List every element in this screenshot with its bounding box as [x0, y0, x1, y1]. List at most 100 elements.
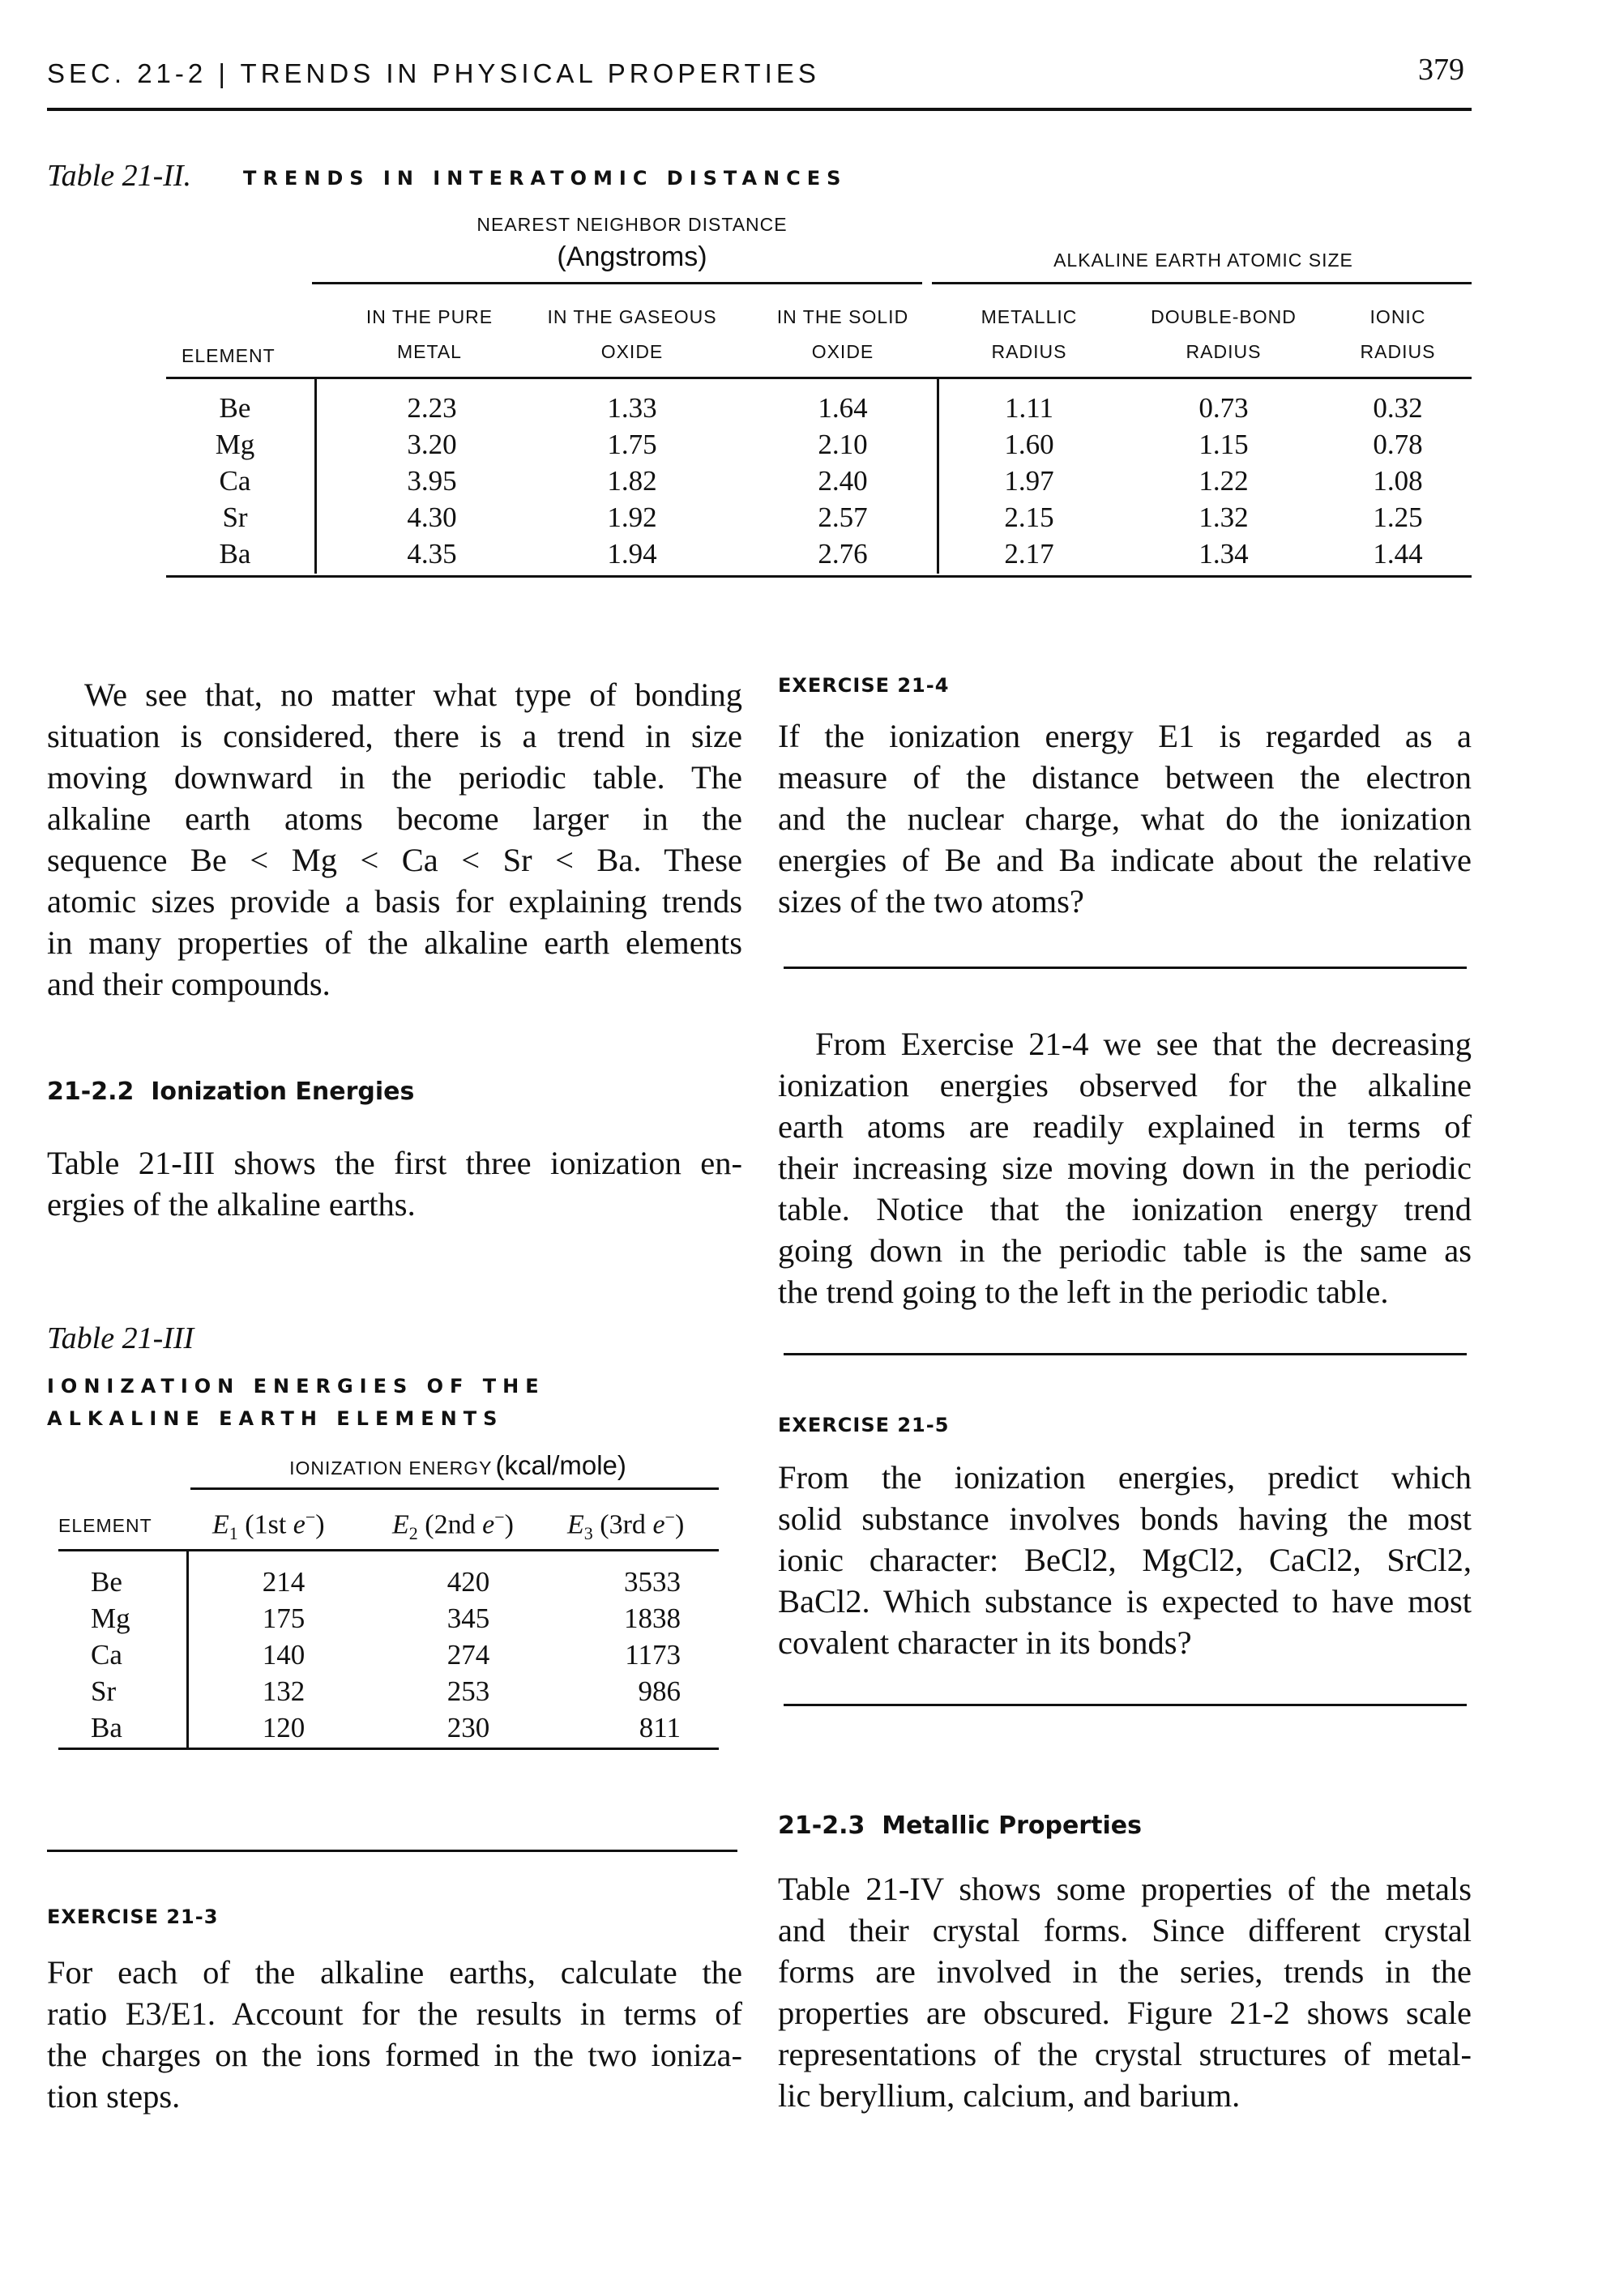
page-number: 379 [1418, 53, 1464, 87]
table-cell-value: 1.75 [607, 429, 657, 460]
table-cell-value: 2.23 [407, 392, 457, 424]
paragraph-from-exercise: From Exercise 21-4 we see that the decre… [778, 1023, 1472, 1312]
element-col-header: ELEMENT [58, 1515, 152, 1536]
table-cell-value: 1838 [624, 1603, 681, 1634]
table-cell-value: 140 [262, 1639, 306, 1671]
table-cell-value: 175 [262, 1603, 306, 1634]
text-line: For each of the alkaline earths, calcula… [47, 1954, 742, 1991]
text-line: the trend going to the left in the perio… [778, 1274, 1389, 1310]
table-21-2-vline-1 [314, 379, 317, 574]
table-cell-value: 120 [262, 1712, 306, 1743]
table-cell-value: 0.73 [1198, 392, 1249, 424]
table-cell-value: 1.15 [1198, 429, 1249, 460]
text-line: and their crystal forms. Since different… [778, 1912, 1472, 1948]
exercise-21-3-text: For each of the alkaline earths, calcula… [47, 1952, 742, 2117]
text-line: Table 21-IV shows some properties of the… [778, 1871, 1472, 1907]
table-cell-element: Ba [219, 538, 251, 570]
table-cell-element: Mg [215, 429, 255, 460]
exercise-21-5-bottom-rule [784, 1704, 1467, 1706]
text-line: energies of Be and Ba indicate about the… [778, 842, 1472, 878]
table-cell-value: 1.32 [1198, 501, 1249, 533]
text-line: in many properties of the alkaline earth… [47, 924, 742, 961]
table-cell-value: 1173 [625, 1639, 681, 1671]
header-rule [47, 108, 1472, 111]
table-cell-value: 214 [262, 1566, 306, 1598]
table-cell-value: 1.25 [1373, 501, 1423, 533]
table-cell-value: 4.35 [407, 538, 457, 570]
table-21-3-vline [186, 1551, 189, 1748]
table-cell-value: 2.15 [1004, 501, 1054, 533]
table-cell-value: 2.10 [818, 429, 868, 460]
section-title: Ionization Energies [151, 1078, 415, 1106]
text-line: ionization energies observed for the alk… [778, 1067, 1472, 1103]
section-number: 21-2.3 [778, 1812, 865, 1840]
text-line: their increasing size moving down in the… [778, 1150, 1472, 1186]
exercise-21-3-top-rule [47, 1850, 737, 1852]
table-21-2-caption: Table 21-II. [47, 159, 192, 193]
table-cell-element: Mg [91, 1603, 130, 1634]
table-cell-value: 1.94 [607, 538, 657, 570]
table-cell-value: 1.44 [1373, 538, 1423, 570]
table-cell-value: 2.57 [818, 501, 868, 533]
text-line: We see that, no matter what type of bond… [84, 676, 742, 713]
table-cell-value: 230 [446, 1712, 490, 1743]
exercise-21-5-text: From the ionization energies, predict wh… [778, 1457, 1472, 1663]
text-line: alkaline earth atoms become larger in th… [47, 800, 742, 837]
group2-underline [932, 282, 1472, 284]
col-header-e3: E3 (3rd e−) [567, 1507, 685, 1544]
angstroms-unit: (Angstroms) [557, 241, 707, 272]
table-cell-value: 2.17 [1004, 538, 1054, 570]
table-cell-value: 2.40 [818, 465, 868, 497]
text-line: ratio E3/E1. Account for the results in … [47, 1995, 742, 2032]
group1-underline [312, 282, 922, 284]
table-cell-value: 0.32 [1373, 392, 1423, 424]
table-21-2-bottom-rule [166, 575, 1472, 578]
text-line: Table 21-III shows the first three ioniz… [47, 1145, 742, 1181]
table-cell-value: 811 [639, 1712, 681, 1743]
exercise-21-4-bottom-rule [784, 967, 1467, 969]
table-cell-value: 0.78 [1373, 429, 1423, 460]
text-line: tion steps. [47, 2078, 181, 2115]
text-line: properties are obscured. Figure 21-2 sho… [778, 1995, 1472, 2031]
col-header-e2: E2 (2nd e−) [392, 1507, 514, 1544]
atomic-size-heading: ALKALINE EARTH ATOMIC SIZE [1053, 250, 1353, 271]
table-cell-element: Be [91, 1566, 122, 1598]
table-cell-element: Sr [222, 501, 248, 533]
text-line: situation is considered, there is a tren… [47, 718, 742, 754]
table-cell-value: 2.76 [818, 538, 868, 570]
exercise-21-4-text: If the ionization energy E1 is regarded … [778, 715, 1472, 922]
text-line: ionic character: BeCl2, MgCl2, CaCl2, Sr… [778, 1542, 1472, 1578]
text-line: From Exercise 21-4 we see that the decre… [815, 1026, 1472, 1062]
text-line: BaCl2. Which substance is expected to ha… [778, 1583, 1472, 1620]
table-cell-value: 1.34 [1198, 538, 1249, 570]
table-cell-element: Ca [91, 1639, 122, 1671]
element-col-header: ELEMENT [182, 345, 276, 366]
table-21-2-title: TRENDS IN INTERATOMIC DISTANCES [243, 167, 848, 190]
text-line: representations of the crystal structure… [778, 2036, 1472, 2072]
table-cell-element: Ca [219, 465, 251, 497]
table-cell-value: 1.60 [1004, 429, 1054, 460]
section-title: Metallic Properties [882, 1812, 1142, 1840]
table-cell-value: 253 [446, 1675, 490, 1707]
text-line: sequence Be < Mg < Ca < Sr < Ba. These [47, 842, 742, 878]
table-cell-value: 1.82 [607, 465, 657, 497]
section-number: 21-2.2 [47, 1078, 135, 1106]
table-cell-value: 132 [262, 1675, 306, 1707]
exercise-21-4-label: EXERCISE 21-4 [778, 674, 950, 697]
paragraph-metallic: Table 21-IV shows some properties of the… [778, 1868, 1472, 2116]
table-21-3-bottom-rule [58, 1748, 719, 1750]
table-cell-value: 1.64 [818, 392, 868, 424]
table-21-3-title-line2: ALKALINE EARTH ELEMENTS [47, 1407, 504, 1430]
table-cell-element: Sr [91, 1675, 117, 1707]
table-cell-value: 1.33 [607, 392, 657, 424]
table-cell-value: 1.11 [1005, 392, 1053, 424]
table-cell-value: 1.97 [1004, 465, 1054, 497]
text-line: covalent character in its bonds? [778, 1624, 1192, 1661]
text-line: earth atoms are readily explained in ter… [778, 1108, 1472, 1145]
ionization-energy-heading: IONIZATION ENERGY (kcal/mole) [289, 1450, 626, 1480]
text-line: ergies of the alkaline earths. [47, 1186, 416, 1223]
